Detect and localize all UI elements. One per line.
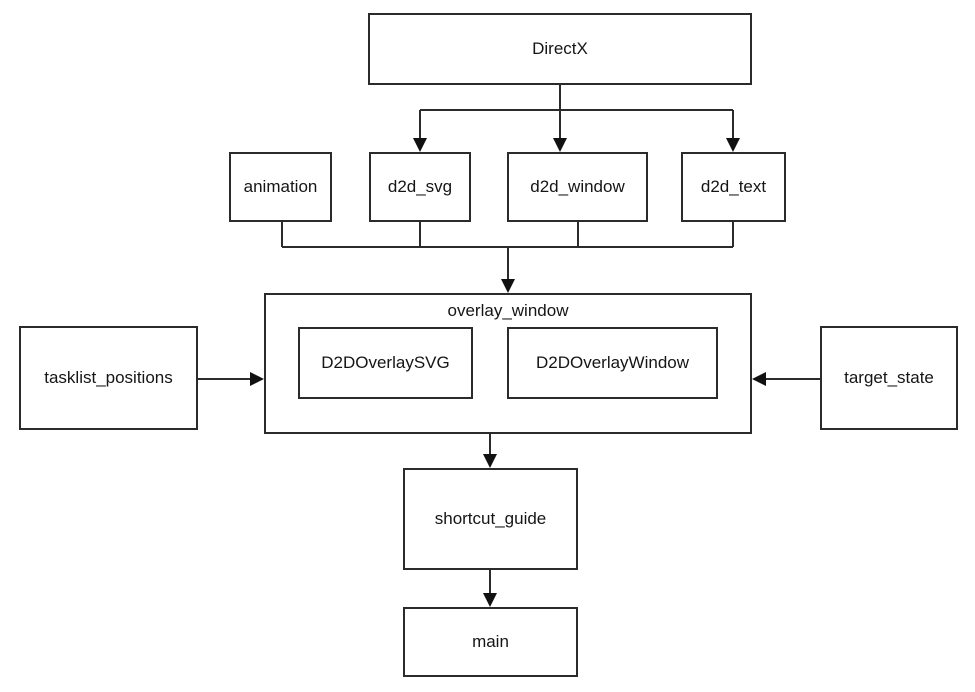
node-main[interactable]: main xyxy=(403,607,578,677)
edge-overlay-window-shortcut-guide xyxy=(483,434,497,468)
node-main-label: main xyxy=(472,631,509,651)
cluster-overlay-window-label: overlay_window xyxy=(264,301,752,321)
edge-directx-fanout xyxy=(413,85,740,152)
node-d2doverlaywindow[interactable]: D2DOverlayWindow xyxy=(507,327,718,399)
node-d2doverlaysvg[interactable]: D2DOverlaySVG xyxy=(298,327,473,399)
node-d2d-window-label: d2d_window xyxy=(530,176,625,196)
node-shortcut-guide-label: shortcut_guide xyxy=(434,508,547,528)
node-d2d-text[interactable]: d2d_text xyxy=(681,152,786,222)
node-target-state[interactable]: target_state xyxy=(820,326,958,430)
node-tasklist-positions-label: tasklist_positions xyxy=(44,367,173,387)
edge-tasklist-positions-overlay-window xyxy=(198,372,264,386)
node-d2doverlaysvg-label: D2DOverlaySVG xyxy=(321,352,450,372)
edge-shortcut-guide-main xyxy=(483,570,497,607)
node-shortcut-guide[interactable]: shortcut_guide xyxy=(403,468,578,570)
edge-row2-merge-overlay-window xyxy=(281,222,734,293)
edge-target-state-overlay-window xyxy=(752,372,820,386)
node-d2doverlaywindow-label: D2DOverlayWindow xyxy=(535,352,690,372)
node-directx[interactable]: DirectX xyxy=(368,13,752,85)
node-d2d-svg-label: d2d_svg xyxy=(387,176,453,196)
node-animation[interactable]: animation xyxy=(229,152,332,222)
cluster-overlay-window-title: overlay_window xyxy=(447,301,569,320)
node-directx-label: DirectX xyxy=(532,38,588,58)
node-d2d-window[interactable]: d2d_window xyxy=(507,152,648,222)
node-animation-label: animation xyxy=(243,176,318,196)
node-d2d-text-label: d2d_text xyxy=(700,176,767,196)
node-tasklist-positions[interactable]: tasklist_positions xyxy=(19,326,198,430)
node-target-state-label: target_state xyxy=(844,367,934,387)
node-d2d-svg[interactable]: d2d_svg xyxy=(369,152,471,222)
